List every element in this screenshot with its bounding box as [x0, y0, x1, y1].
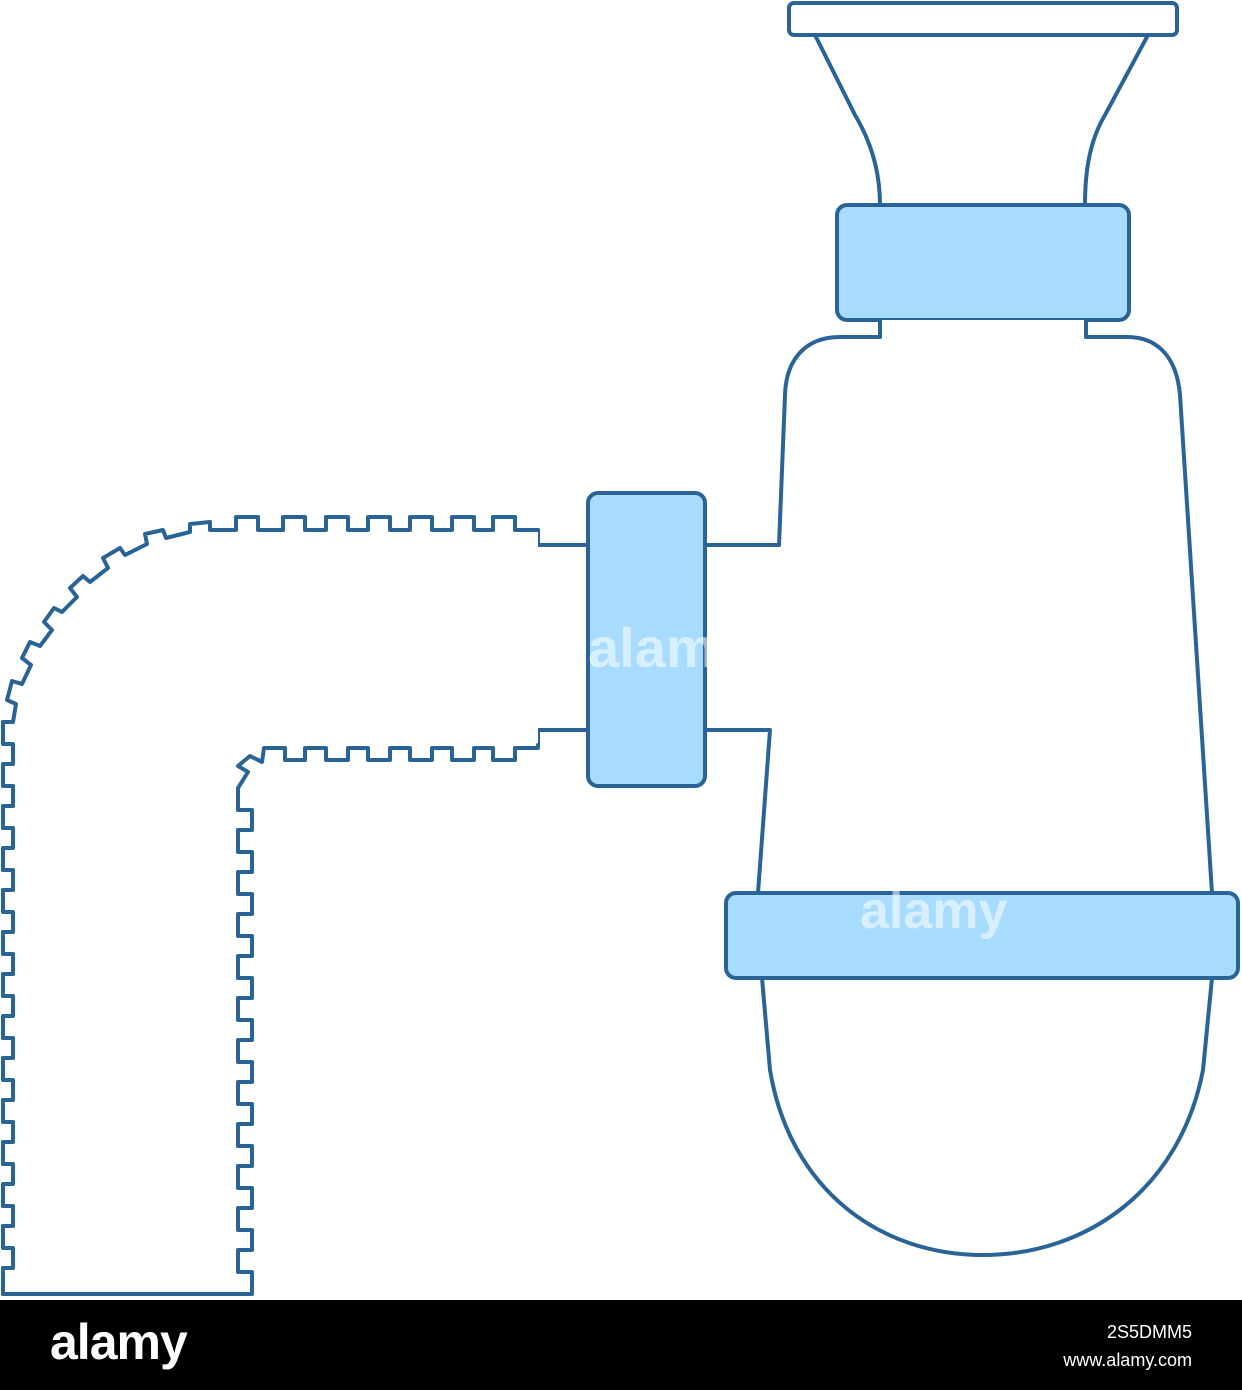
footer-brand-logo: alamy	[50, 1314, 188, 1370]
footer-bar: alamy 2S5DMM5 www.alamy.com	[0, 1300, 1242, 1390]
siphon-upper-nut	[835, 203, 1131, 322]
siphon-body	[703, 318, 1214, 895]
sink-siphon-icon: alamy alamy	[1, 1, 1240, 1296]
siphon-bowl	[760, 976, 1214, 1257]
watermark-text: alamy	[860, 882, 1008, 940]
pipe-coupling-nut	[586, 491, 707, 788]
siphon-lower-nut	[724, 891, 1240, 980]
corrugated-pipe	[1, 515, 540, 1296]
watermark-text: alamy	[588, 616, 747, 679]
footer-image-id: 2S5DMM5	[1106, 1322, 1192, 1342]
siphon-outlet-stub	[536, 528, 590, 747]
footer-url: www.alamy.com	[1063, 1350, 1192, 1370]
siphon-top-flange	[787, 1, 1179, 37]
siphon-funnel	[813, 33, 1150, 207]
